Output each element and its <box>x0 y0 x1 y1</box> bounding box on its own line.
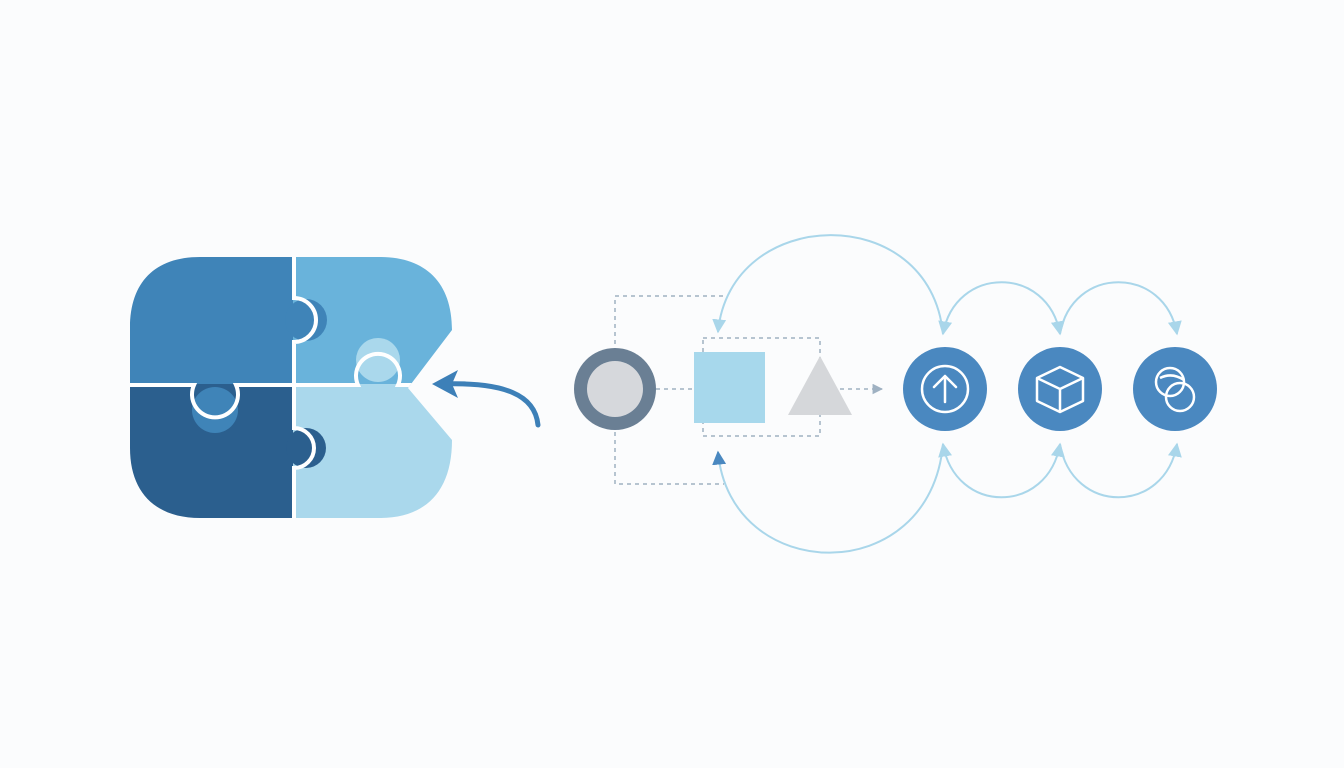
entry-arrow-head <box>432 370 458 398</box>
entry-arrow <box>439 381 541 428</box>
puzzle-knob <box>285 299 327 341</box>
cube-icon <box>1035 365 1085 414</box>
shape-square <box>694 352 765 423</box>
puzzle-piece-top-left <box>130 257 295 386</box>
shape-triangle <box>788 356 852 415</box>
arrow-up-circle-icon <box>920 364 970 414</box>
puzzle-seams <box>130 257 452 518</box>
node-3 <box>1133 347 1217 431</box>
puzzle-knob <box>356 338 400 382</box>
node-1 <box>903 347 987 431</box>
overlapping-circles-icon <box>1154 366 1196 413</box>
puzzle-block <box>130 257 452 518</box>
puzzle-knob <box>286 428 326 468</box>
loop-connectors <box>712 234 1182 554</box>
dashed-connectors <box>614 295 884 485</box>
shape-circle <box>574 348 656 430</box>
node-2 <box>1018 347 1102 431</box>
puzzle-knob <box>192 387 238 433</box>
